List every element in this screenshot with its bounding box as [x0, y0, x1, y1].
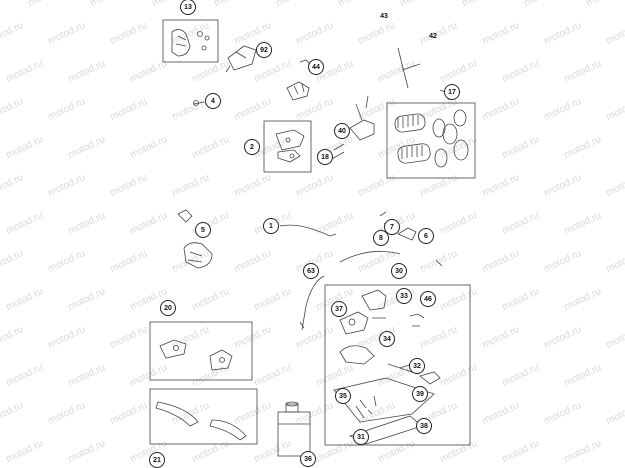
part-40-clamp	[349, 95, 375, 141]
group-box-20	[149, 321, 253, 381]
part-13-housing	[171, 29, 210, 57]
part-36-bottle	[277, 401, 311, 457]
callout-18[interactable]: 18	[317, 149, 333, 165]
callout-5[interactable]: 5	[195, 222, 211, 238]
callout-42[interactable]: 42	[429, 32, 437, 40]
part-20-switch-unit	[159, 339, 233, 371]
callout-44[interactable]: 44	[308, 59, 324, 75]
callout-43[interactable]: 43	[380, 12, 388, 20]
callout-2[interactable]: 2	[244, 139, 260, 155]
callout-4[interactable]: 4	[205, 93, 221, 109]
callout-17[interactable]: 17	[444, 84, 460, 100]
callout-21[interactable]: 21	[149, 452, 165, 468]
bar-connector	[339, 250, 401, 263]
callout-38[interactable]: 38	[416, 418, 432, 434]
group-box-30	[324, 284, 471, 446]
callout-6[interactable]: 6	[418, 228, 434, 244]
group-box-17	[386, 102, 476, 179]
callout-1[interactable]: 1	[263, 218, 279, 234]
callout-39[interactable]: 39	[412, 386, 428, 402]
callout-34[interactable]: 34	[379, 331, 395, 347]
group-box-2	[263, 120, 312, 173]
callout-37[interactable]: 37	[331, 301, 347, 317]
callout-46[interactable]: 46	[420, 291, 436, 307]
part-17-grips	[394, 109, 469, 168]
callout-7[interactable]: 7	[384, 219, 400, 235]
part-2-throttle-assembly	[275, 129, 305, 163]
part-30-master-cylinder	[333, 289, 441, 445]
part-5-switch	[177, 209, 213, 269]
callout-40[interactable]: 40	[334, 123, 350, 139]
part-92-switch	[225, 45, 257, 73]
part-42-43-cables	[397, 47, 451, 101]
group-box-21	[149, 388, 258, 445]
part-63-cable	[299, 275, 325, 331]
part-4-screw	[193, 100, 205, 106]
callout-32[interactable]: 32	[409, 358, 425, 374]
part-1-cable	[279, 224, 337, 237]
callout-33[interactable]: 33	[396, 288, 412, 304]
callout-8[interactable]: 8	[373, 230, 389, 246]
callout-63[interactable]: 63	[303, 263, 319, 279]
callout-35[interactable]: 35	[335, 388, 351, 404]
callout-36[interactable]: 36	[300, 451, 316, 467]
callout-92[interactable]: 92	[256, 42, 272, 58]
callout-13[interactable]: 13	[180, 0, 196, 15]
callout-31[interactable]: 31	[353, 429, 369, 445]
part-44-clamp	[286, 59, 311, 101]
part-21-handguards	[155, 401, 247, 441]
callout-20[interactable]: 20	[160, 300, 176, 316]
group-box-13	[162, 19, 219, 63]
callout-30[interactable]: 30	[391, 263, 407, 279]
